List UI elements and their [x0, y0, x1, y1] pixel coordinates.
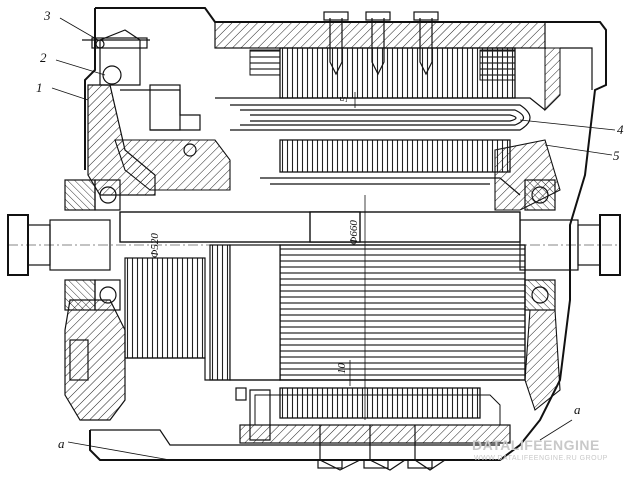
bearing-right — [494, 139, 561, 411]
leader-lines — [51, 17, 616, 461]
stator-lower — [235, 387, 511, 471]
callout-3: 3 — [43, 8, 51, 23]
callout-1: 1 — [36, 80, 43, 95]
callout-a-left: a — [58, 436, 65, 451]
bearing-left — [64, 139, 231, 311]
callout-a-right: a — [574, 402, 581, 417]
callout-2: 2 — [40, 50, 47, 65]
callout-4: 4 — [617, 122, 624, 137]
stator-upper — [215, 11, 546, 196]
rotor — [119, 195, 526, 420]
left-end-shield-lower — [64, 299, 500, 446]
callout-5: 5 — [613, 148, 620, 163]
dimension-gap-top: 5 — [338, 96, 350, 102]
watermark-text: DATALIFEENGINE — [472, 437, 600, 453]
dimension-gap-bottom: 10 — [336, 363, 348, 375]
watermark-subtext: WWW.DATALIFEENGINE.RU GROUP — [474, 455, 608, 462]
dimension-diameter-rotor: Φ520 — [149, 233, 161, 258]
dimension-diameter-stator: Φ660 — [348, 220, 360, 245]
